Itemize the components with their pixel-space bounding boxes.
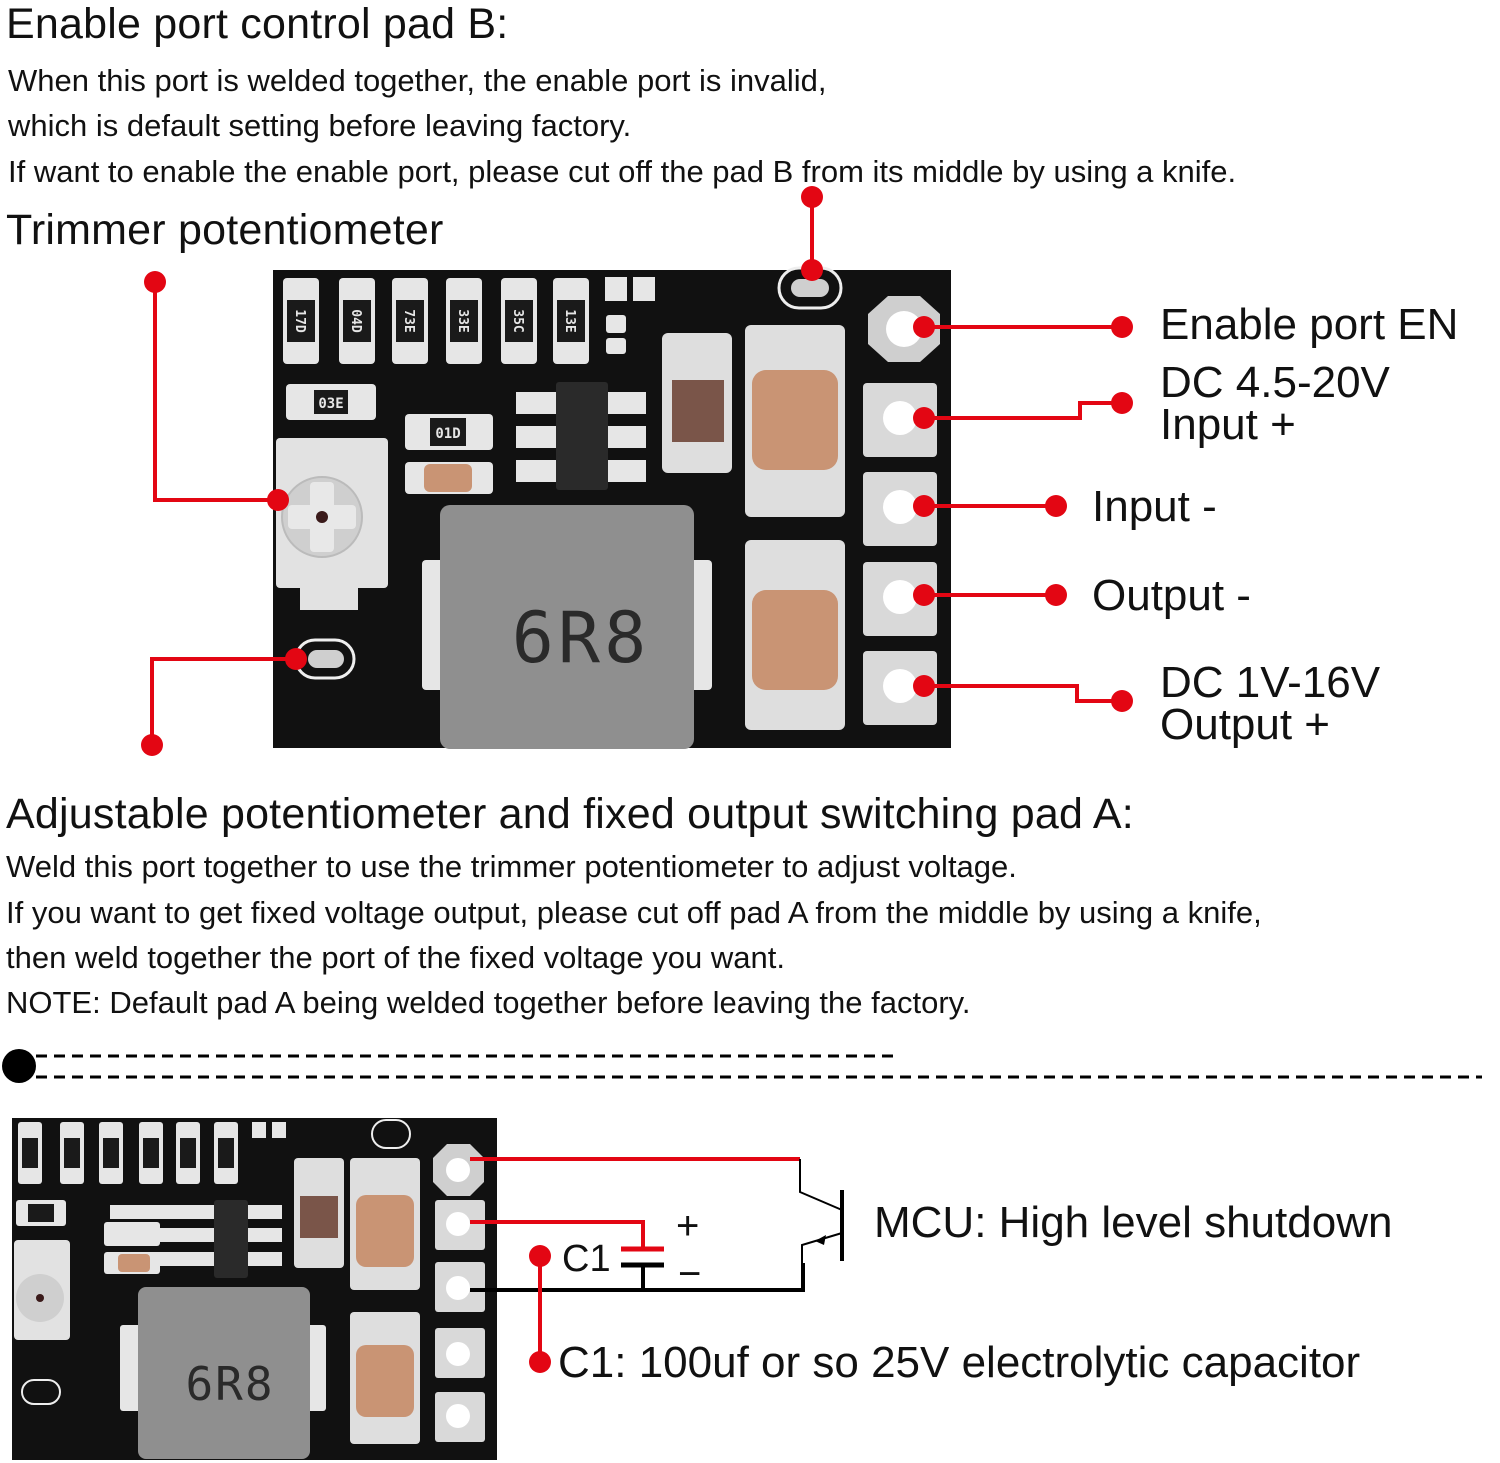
section-a-line-4: NOTE: Default pad A being welded togethe… [6,985,971,1020]
wire-ground [470,1263,805,1292]
resistor-marking: 04D [348,309,363,333]
label-output-plus-voltage: DC 1V-16V [1160,658,1381,707]
trimmer-label: Trimmer potentiometer [6,206,444,254]
callout-input-plus [924,401,1122,420]
transistor-arrow-icon [815,1235,826,1245]
callout-lines [150,197,1122,745]
ic-chip [516,382,646,490]
resistor [339,278,375,364]
label-output-minus: Output - [1092,571,1251,620]
small-inductor-marking: 6R8 [185,1357,274,1411]
resistor-marking: 03E [318,396,343,412]
resistor-marking: 73E [401,309,416,332]
resistor-marking: 35C [510,309,525,332]
resistor-marking: 13E [562,309,577,332]
label-input-minus: Input - [1092,482,1217,531]
trimmer-potentiometer[interactable] [276,438,388,610]
small-board [12,1118,497,1460]
resistor [446,278,482,364]
transistor-collector [799,1159,843,1211]
mcu-label: MCU: High level shutdown [874,1198,1393,1247]
section-a-line-2: If you want to get fixed voltage output,… [6,895,1262,930]
transistor-emitter [801,1232,843,1263]
resistor-marking: 17D [292,309,307,333]
input-capacitor [745,325,845,517]
callout-output-plus [924,684,1122,703]
resistor [501,278,537,364]
section-a-heading: Adjustable potentiometer and fixed outpu… [6,790,1134,838]
label-input-plus: Input + [1160,400,1296,449]
section-b-line-2: which is default setting before leaving … [8,108,632,143]
capacitor-note: C1: 100uf or so 25V electrolytic capacit… [558,1338,1361,1387]
section-b-line-3: If want to enable the enable port, pleas… [8,154,1237,189]
brown-capacitor [662,333,732,473]
callout-dots [141,186,1133,756]
dashed-divider [2,1049,1482,1083]
resistor-marking: 33E [455,309,470,332]
section-b-line-1: When this port is welded together, the e… [8,63,827,98]
callout-pad-a [150,657,296,745]
inductor-marking: 6R8 [512,597,650,679]
resistor [553,278,589,364]
minus-sign: − [678,1252,702,1296]
section-a-line-1: Weld this port together to use the trimm… [6,849,1017,884]
output-capacitor [745,540,845,730]
resistor-row [283,277,655,364]
resistor [283,278,319,364]
capacitor-label: C1 [562,1238,611,1280]
resistor-marking: 01D [435,426,460,442]
inductor [422,505,712,749]
plus-sign: + [676,1204,700,1248]
label-enable-port: Enable port EN [1160,300,1459,349]
label-input-plus-voltage: DC 4.5-20V [1160,358,1390,407]
wire-input-plus [470,1220,645,1249]
schematic [470,1157,844,1373]
callout-trimmer [153,282,278,502]
section-a-line-3: then weld together the port of the fixed… [6,940,785,975]
resistor [392,278,428,364]
label-output-plus: Output + [1160,700,1331,749]
section-b-heading: Enable port control pad B: [6,0,509,48]
